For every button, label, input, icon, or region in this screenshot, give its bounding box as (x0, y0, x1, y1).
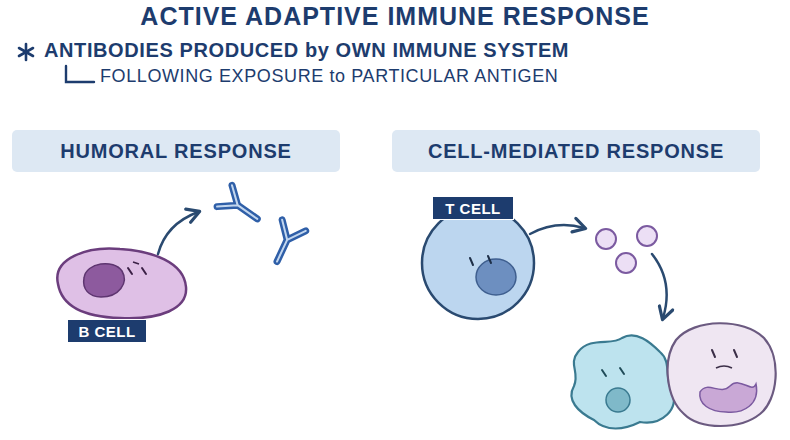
antibody-symbol (217, 185, 265, 229)
arrow-line (530, 225, 584, 234)
arrow-line (652, 254, 667, 318)
node-label: T CELL (445, 200, 501, 217)
node-label: B CELL (78, 323, 135, 340)
cell-tag: B CELL (67, 319, 147, 343)
cell-tag: T CELL (432, 196, 514, 220)
macrophage-illustration (571, 335, 673, 428)
b-cell-illustration (57, 249, 186, 319)
t-cell-illustration (422, 207, 534, 319)
section-band: HUMORAL RESPONSE (12, 130, 340, 172)
section-band: CELL-MEDIATED RESPONSE (392, 130, 760, 172)
node-label: CELL-MEDIATED RESPONSE (428, 140, 724, 163)
note-text: ANTIBODIES PRODUCED by OWN IMMUNE SYSTEM (44, 39, 569, 62)
nk-cell-illustration (668, 323, 776, 426)
antibody-symbol (265, 220, 305, 267)
diagram-title: ACTIVE ADAPTIVE IMMUNE RESPONSE (0, 2, 790, 31)
node-label: HUMORAL RESPONSE (60, 140, 291, 163)
arrow-line (158, 212, 198, 254)
bracket-line (66, 66, 94, 82)
bullet-asterisk (19, 44, 33, 60)
cytokine-symbol (596, 226, 657, 273)
note-text: FOLLOWING EXPOSURE to PARTICULAR ANTIGEN (100, 66, 558, 87)
